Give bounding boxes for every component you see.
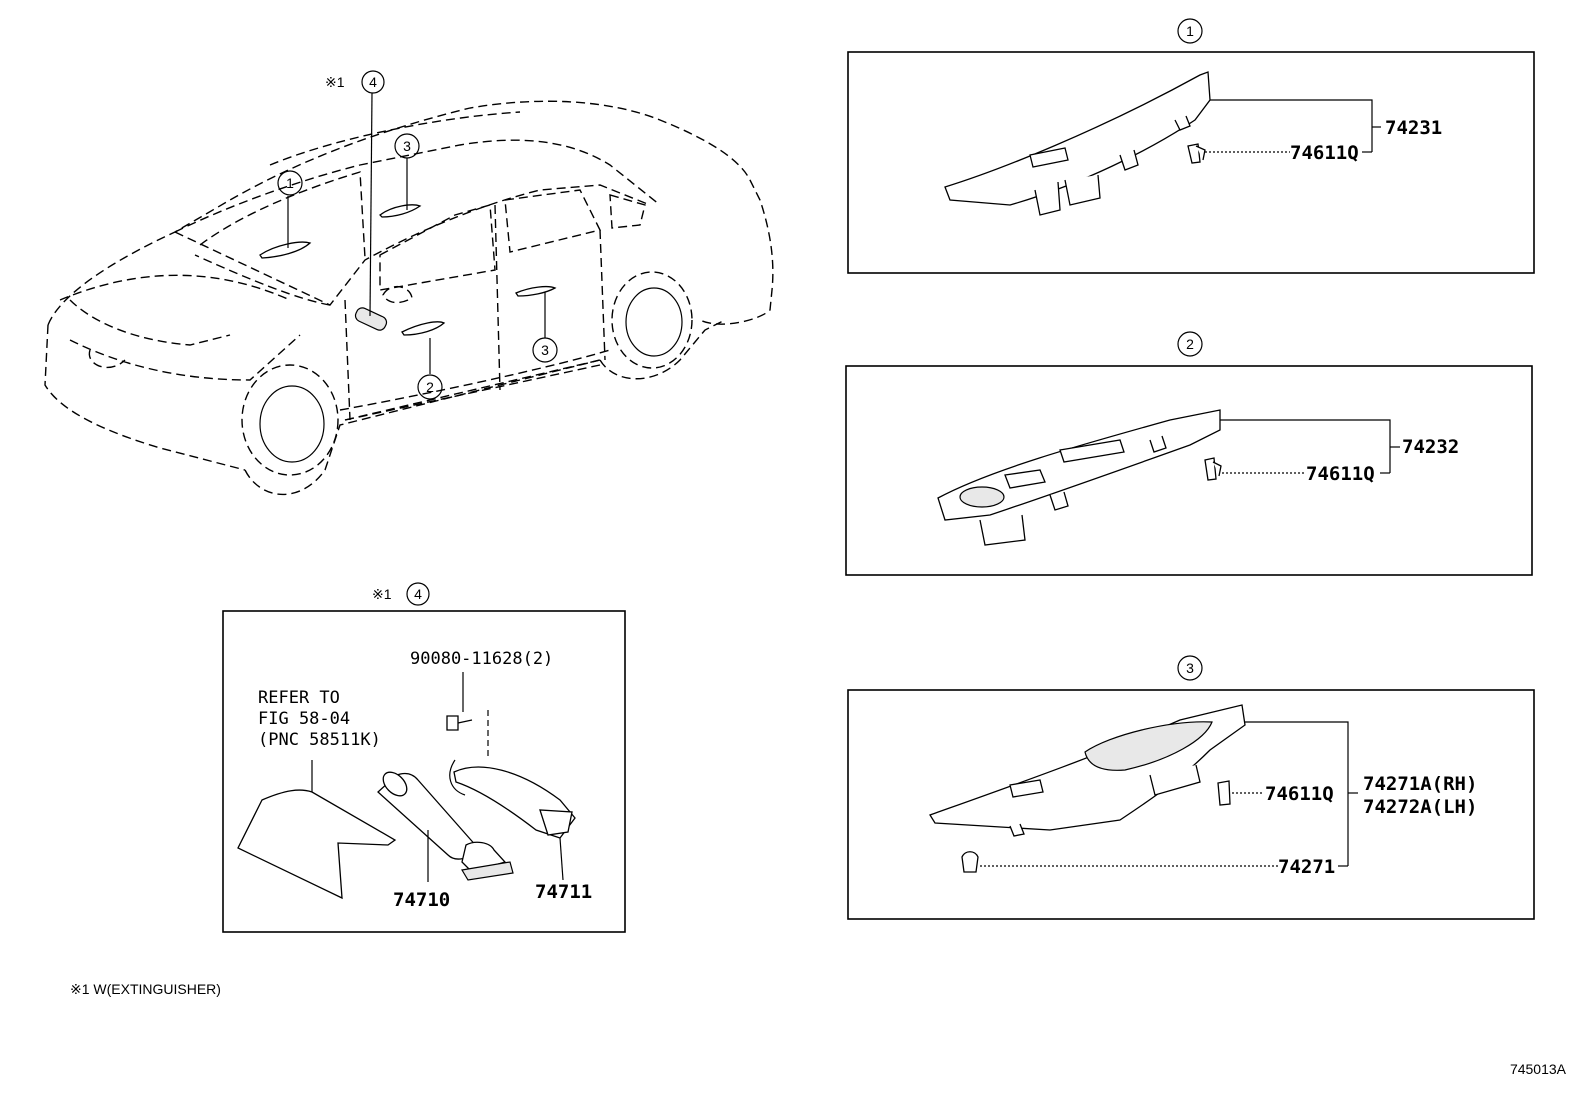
box4-refer-line1: REFER TO [258, 688, 340, 708]
detail-box-4: ※1 4 90080-11628(2) REFER TO FIG 58-04 (… [222, 582, 626, 933]
box1-part-main: 74231 [1385, 117, 1442, 139]
box2-part-clip: 74611Q [1306, 463, 1375, 485]
box3-part-main-rh: 74271A(RH) [1363, 773, 1477, 795]
car-callout-1: 1 [286, 175, 294, 191]
car-callout-2: 2 [426, 379, 434, 395]
box2-callout: 2 [1186, 336, 1194, 352]
detail-box-3: 3 74611Q 74271A(RH) 74272A(LH) 74271 [847, 655, 1535, 920]
box1-callout: 1 [1186, 23, 1194, 39]
footnote: ※1 W(EXTINGUISHER) [70, 981, 221, 997]
box3-part-clip: 74611Q [1265, 783, 1334, 805]
box4-refer-line2: FIG 58-04 [258, 709, 350, 729]
box4-callout: 4 [414, 586, 422, 602]
box4-extinguisher-label: 74710 [393, 889, 450, 911]
box1-part-clip: 74611Q [1290, 142, 1359, 164]
car-callout-3-lower: 3 [541, 342, 549, 358]
car-note-mark: ※1 [325, 74, 345, 90]
box2-part-main: 74232 [1402, 436, 1459, 458]
box3-callout: 3 [1186, 660, 1194, 676]
car-callout-3-upper: 3 [403, 138, 411, 154]
box4-note-mark: ※1 [372, 586, 392, 602]
box4-refer-line3: (PNC 58511K) [258, 730, 381, 750]
car-illustration: 1 3 2 3 ※1 4 [44, 70, 774, 496]
detail-box-2: 2 74232 74611Q [845, 331, 1533, 576]
detail-box-1: 1 74231 74611Q [847, 18, 1535, 274]
figure-code: 745013A [1510, 1061, 1567, 1077]
box3-part-clip2: 74271 [1278, 856, 1335, 878]
box4-bolt-label: 90080-11628(2) [410, 649, 553, 669]
car-callout-4: 4 [369, 74, 377, 90]
box4-bracket-label: 74711 [535, 881, 592, 903]
box3-part-main-lh: 74272A(LH) [1363, 796, 1477, 818]
